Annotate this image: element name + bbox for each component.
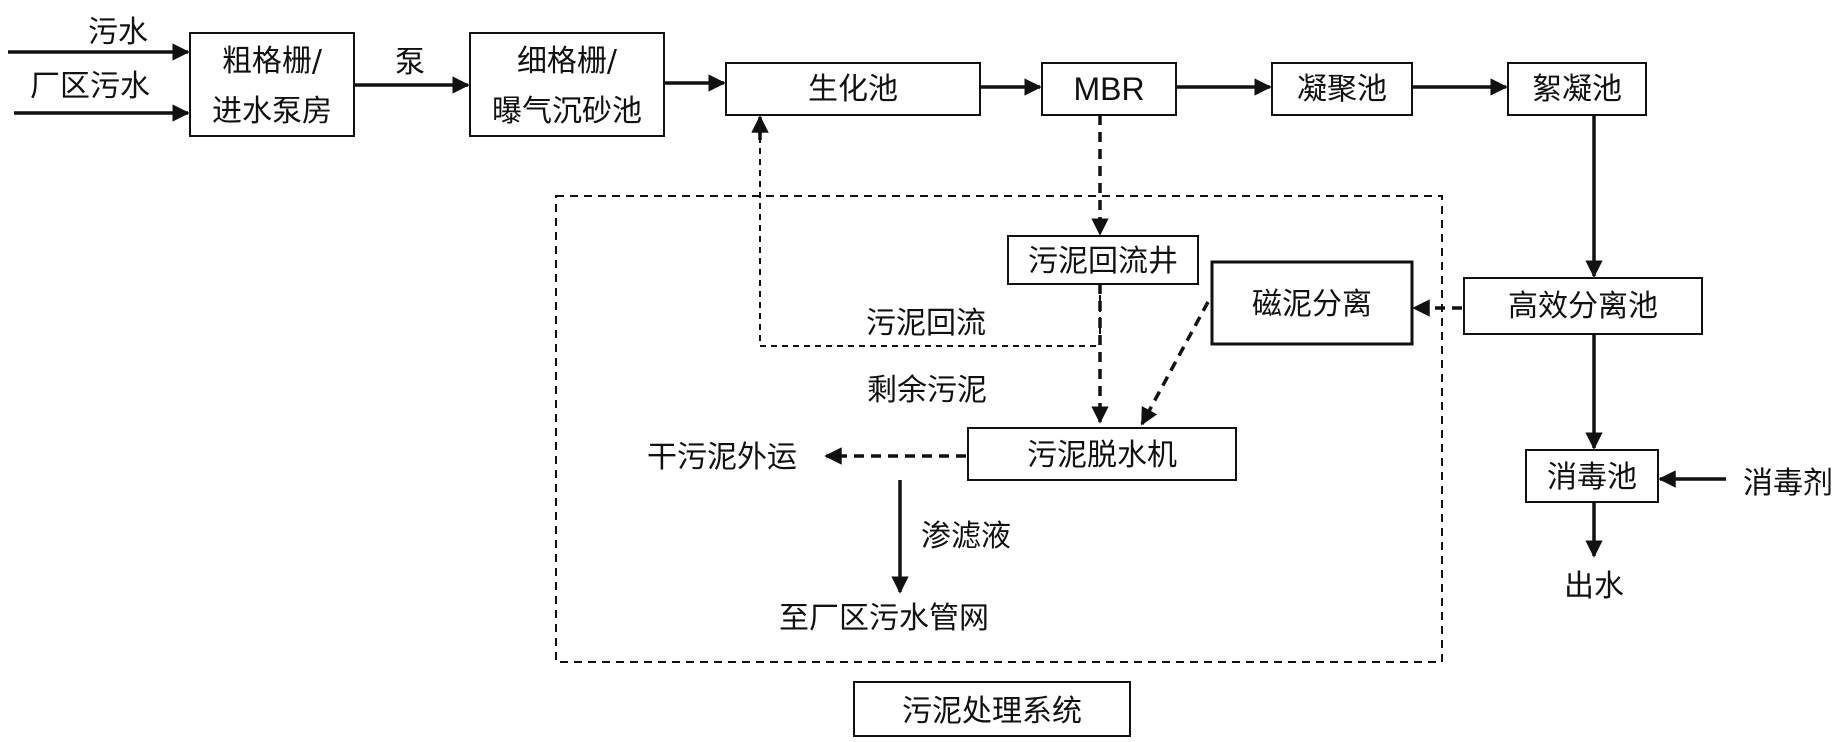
- magnetic-separation-node: 磁泥分离: [1210, 260, 1414, 346]
- excess-sludge-label: 剩余污泥: [867, 373, 987, 408]
- svg-text:消毒池: 消毒池: [1547, 460, 1637, 495]
- svg-text:凝聚池: 凝聚池: [1297, 72, 1387, 107]
- svg-text:污泥回流井: 污泥回流井: [1028, 244, 1178, 279]
- svg-text:曝气沉砂池: 曝气沉砂池: [492, 94, 642, 129]
- plant-sewage-label: 厂区污水: [30, 69, 150, 104]
- svg-text:MBR: MBR: [1073, 71, 1144, 107]
- sludge-dewatering-node: 污泥脱水机: [967, 427, 1237, 481]
- sludge-return-well-node: 污泥回流井: [1007, 235, 1199, 285]
- bio-tank-node: 生化池: [725, 62, 981, 116]
- fine-screen-node: 细格栅/ 曝气沉砂池: [469, 32, 665, 137]
- svg-text:污泥处理系统: 污泥处理系统: [902, 694, 1082, 729]
- svg-text:进水泵房: 进水泵房: [212, 94, 332, 129]
- svg-text:生化池: 生化池: [808, 72, 898, 107]
- svg-text:细格栅/: 细格栅/: [517, 44, 618, 79]
- coagulation-tank-node: 凝聚池: [1271, 62, 1413, 116]
- sludge-return-line: [759, 125, 1101, 347]
- to-sewer-label: 至厂区污水管网: [779, 601, 989, 636]
- effluent-label: 出水: [1564, 569, 1624, 604]
- pump-label: 泵: [395, 45, 425, 80]
- sewage-label: 污水: [88, 15, 148, 50]
- sludge-return-label: 污泥回流: [866, 306, 986, 341]
- svg-text:污泥脱水机: 污泥脱水机: [1027, 438, 1177, 473]
- magnetic-to-dewatering-arrow: [1140, 301, 1210, 426]
- sludge-system-caption: 污泥处理系统: [853, 681, 1131, 737]
- svg-text:高效分离池: 高效分离池: [1508, 289, 1658, 324]
- sludge-system-frame: [555, 195, 1443, 663]
- dry-sludge-out-label: 干污泥外运: [647, 440, 797, 475]
- svg-text:粗格栅/: 粗格栅/: [222, 44, 323, 79]
- disinfectant-label: 消毒剂: [1743, 466, 1833, 501]
- svg-text:磁泥分离: 磁泥分离: [1252, 287, 1372, 322]
- mbr-node: MBR: [1041, 62, 1177, 116]
- flocculation-tank-node: 絮凝池: [1507, 62, 1647, 116]
- leachate-label: 渗滤液: [921, 519, 1011, 554]
- coarse-screen-node: 粗格栅/ 进水泵房: [189, 32, 355, 137]
- svg-text:絮凝池: 絮凝池: [1532, 72, 1622, 107]
- disinfection-tank-node: 消毒池: [1525, 449, 1659, 503]
- high-eff-separation-node: 高效分离池: [1463, 277, 1703, 335]
